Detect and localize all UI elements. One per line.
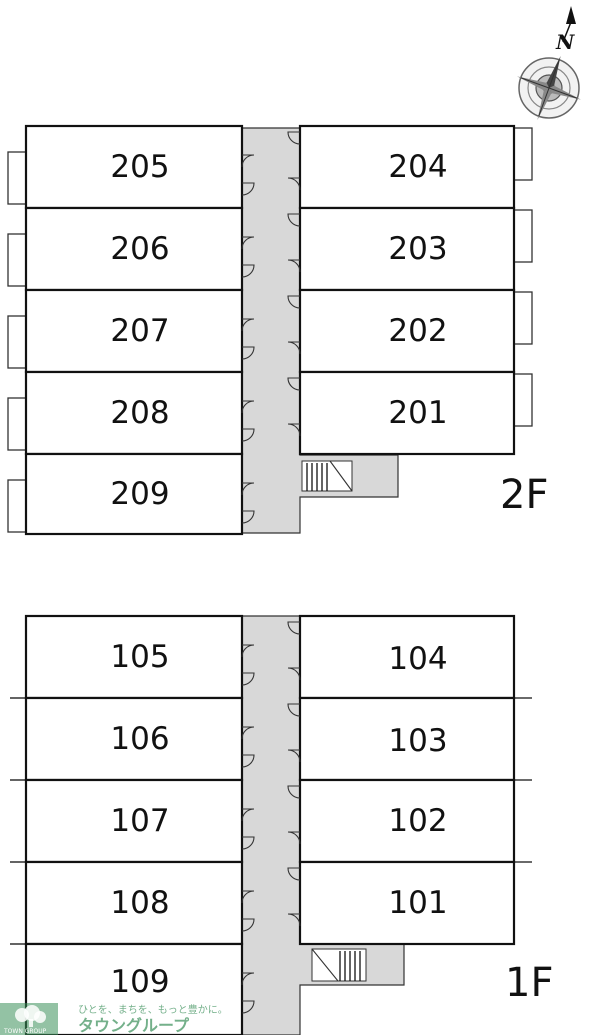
room-label: 101 [388, 885, 447, 921]
doors-right-1f [287, 621, 301, 927]
floor-label-1f: 1F [505, 960, 553, 1006]
room-106 [24, 696, 244, 782]
wall-ticks-right-1f [514, 697, 532, 863]
room-label: 107 [110, 803, 169, 839]
room-label: 203 [388, 231, 447, 267]
balconies-right-2f [513, 127, 533, 427]
north-arrow-icon [566, 6, 576, 24]
room-label: 102 [388, 803, 447, 839]
room-109 [24, 942, 244, 1035]
room-label: 204 [388, 149, 447, 185]
room-label: 105 [110, 639, 169, 675]
floor-label-2f: 2F [500, 472, 548, 518]
logo: TOWN GROUP ひとを、まちを、もっと豊かに。 タウングループ [0, 1003, 228, 1035]
stairs-2f [301, 460, 353, 492]
room-107 [24, 778, 244, 864]
room-label: 208 [110, 395, 169, 431]
balconies-left-2f [7, 151, 27, 533]
room-201 [298, 370, 516, 456]
room-label: 205 [110, 149, 169, 185]
room-label: 206 [110, 231, 169, 267]
room-label: 207 [110, 313, 169, 349]
room-label: 106 [110, 721, 169, 757]
room-label: 108 [110, 885, 169, 921]
room-202 [298, 288, 516, 374]
room-label: 104 [388, 641, 447, 677]
room-label: 202 [388, 313, 447, 349]
room-102 [298, 778, 516, 864]
logo-brand: タウングループ [78, 1016, 190, 1035]
doors-left-1f [241, 644, 255, 1014]
compass-icon [517, 6, 581, 120]
doors-right-2f [287, 131, 301, 437]
room-108 [24, 860, 244, 946]
wall-ticks-left-1f [10, 697, 26, 945]
floor-2f: 205 206 207 208 209 204 203 202 201 2F [7, 124, 548, 536]
room-209 [24, 452, 244, 536]
room-103 [298, 696, 516, 782]
room-label: 209 [110, 476, 169, 512]
room-101 [298, 860, 516, 946]
room-label: 201 [388, 395, 447, 431]
room-105 [24, 614, 244, 700]
north-label: N [555, 30, 575, 54]
stairs-1f [311, 948, 367, 982]
tree-icon [15, 1005, 46, 1027]
logo-tagline: ひとを、まちを、もっと豊かに。 [78, 1003, 228, 1016]
logo-brand-en: TOWN GROUP [3, 1028, 47, 1035]
floor-1f: 105 106 107 108 109 104 103 102 101 1F [10, 614, 553, 1035]
room-204 [298, 124, 516, 210]
room-label: 109 [110, 964, 169, 1000]
room-label: 103 [388, 723, 447, 759]
doors-left-2f [241, 154, 255, 524]
room-203 [298, 206, 516, 292]
